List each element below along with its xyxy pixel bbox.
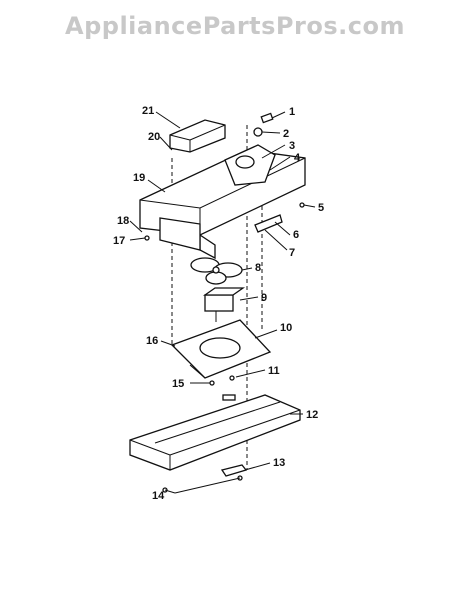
callout-14: 14 xyxy=(152,490,165,502)
clip-bracket xyxy=(254,214,283,233)
callout-2: 2 xyxy=(283,128,289,140)
callout-10: 10 xyxy=(280,322,292,334)
top-bracket xyxy=(169,119,226,153)
callout-7: 7 xyxy=(289,247,295,259)
leader-lines xyxy=(129,111,316,494)
watermark-text: AppliancePartsPros.com xyxy=(65,12,405,40)
callout-21: 21 xyxy=(142,105,154,117)
callout-18: 18 xyxy=(117,215,129,227)
callout-15: 15 xyxy=(172,378,184,390)
callout-5: 5 xyxy=(318,202,324,214)
callout-3: 3 xyxy=(289,140,295,152)
fan-motor xyxy=(202,287,246,322)
callout-1: 1 xyxy=(289,106,295,118)
callout-12: 12 xyxy=(306,409,318,421)
callout-20: 20 xyxy=(148,131,160,143)
housing-box xyxy=(139,149,306,260)
fan-blade xyxy=(190,257,243,285)
callout-19: 19 xyxy=(133,172,145,184)
callout-16: 16 xyxy=(146,335,158,347)
callout-4: 4 xyxy=(294,152,301,164)
fan-plate xyxy=(170,319,272,379)
motor-mount xyxy=(224,112,276,186)
callout-8: 8 xyxy=(255,262,261,274)
callout-9: 9 xyxy=(261,292,267,304)
callout-17: 17 xyxy=(113,235,125,247)
callout-11: 11 xyxy=(268,365,280,377)
base-plate xyxy=(129,394,301,477)
callout-labels: 1 2 3 4 5 6 7 8 9 10 11 12 13 14 15 16 1… xyxy=(113,105,324,502)
callout-6: 6 xyxy=(293,229,299,241)
callout-13: 13 xyxy=(273,457,285,469)
